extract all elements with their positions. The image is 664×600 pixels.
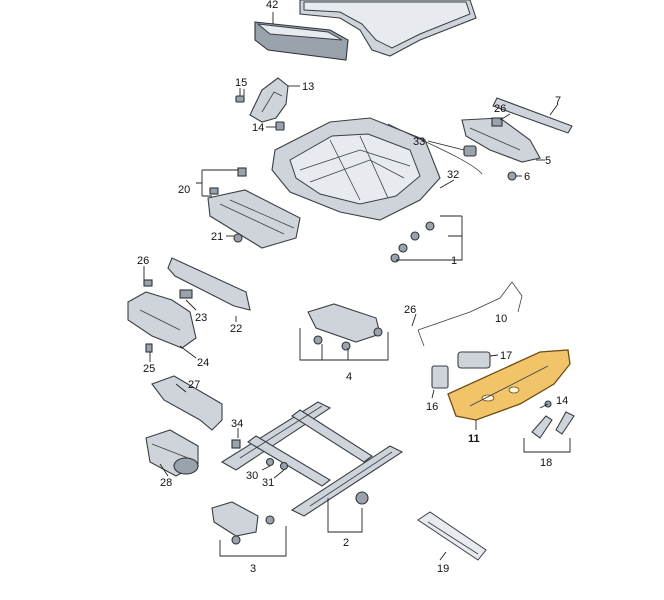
- callout-16: 16: [426, 401, 438, 413]
- callout-13: 13: [302, 81, 314, 93]
- part-42-seat-cushion: [254, 0, 477, 61]
- part-11-side-panel-highlighted: [447, 349, 571, 421]
- callout-10: 10: [495, 313, 507, 325]
- part-13-side-cover: [249, 77, 289, 123]
- callout-23: 23: [195, 312, 207, 324]
- part-1-seat-pan: [271, 117, 441, 221]
- callout-brackets: [196, 169, 571, 557]
- part-7-trim-strip: [492, 97, 573, 134]
- part-28-motor: [145, 429, 199, 477]
- part-6-bolt: [507, 171, 517, 181]
- callout-6: 6: [524, 171, 530, 183]
- callout-19: 19: [437, 563, 449, 575]
- callout-27: 27: [188, 379, 200, 391]
- callout-26a: 26: [494, 103, 506, 115]
- part-15-screw: [235, 88, 245, 103]
- callout-24: 24: [197, 357, 209, 369]
- part-2-seat-frame: [220, 401, 404, 517]
- callout-15: 15: [235, 77, 247, 89]
- callout-17: 17: [500, 350, 512, 362]
- part-20-tray: [207, 167, 301, 249]
- callout-26c: 26: [404, 304, 416, 316]
- callout-11: 11: [468, 433, 480, 445]
- part-30-31-fasteners: [265, 457, 289, 471]
- callout-42: 42: [266, 0, 278, 11]
- part-14-nut: [275, 121, 285, 131]
- part-21-bolt: [233, 233, 243, 243]
- callout-31: 31: [262, 477, 274, 489]
- callout-25: 25: [143, 363, 155, 375]
- callout-26b: 26: [137, 255, 149, 267]
- callout-2: 2: [343, 537, 349, 549]
- part-22-trim: [167, 257, 251, 311]
- callout-30: 30: [246, 470, 258, 482]
- callout-20: 20: [178, 184, 190, 196]
- part-24-housing: [127, 279, 197, 353]
- part-19-grease-tube: [417, 511, 487, 561]
- callout-28: 28: [160, 477, 172, 489]
- part-27-bracket: [151, 375, 223, 431]
- callout-1: 1: [451, 255, 457, 267]
- callout-4: 4: [346, 371, 352, 383]
- leader-lines: [143, 12, 559, 561]
- part-10-wiring-harness: [417, 281, 523, 347]
- part-1-fasteners: [390, 221, 435, 263]
- part-3-motor: [211, 501, 275, 545]
- callout-21: 21: [211, 231, 223, 243]
- callout-18: 18: [540, 457, 552, 469]
- callout-32: 32: [447, 169, 459, 181]
- callout-33: 33: [413, 136, 425, 148]
- callout-3: 3: [250, 563, 256, 575]
- part-33-cable: [387, 123, 483, 175]
- part-16-connector: [431, 365, 449, 389]
- callout-labels: 42 15 13 14 26 7 33 5 6 32 20 21 1 26 22…: [137, 0, 568, 575]
- callout-7: 7: [555, 95, 561, 107]
- callout-22: 22: [230, 323, 242, 335]
- part-34-clip: [231, 439, 241, 449]
- part-17-switch: [457, 351, 491, 369]
- callout-14a: 14: [252, 122, 264, 134]
- part-4-mechanism: [307, 303, 383, 351]
- callout-5: 5: [545, 155, 551, 167]
- callout-14b: 14: [556, 395, 568, 407]
- part-5-mechanism: [461, 117, 541, 163]
- callout-34: 34: [231, 418, 243, 430]
- part-23-clip: [179, 289, 193, 299]
